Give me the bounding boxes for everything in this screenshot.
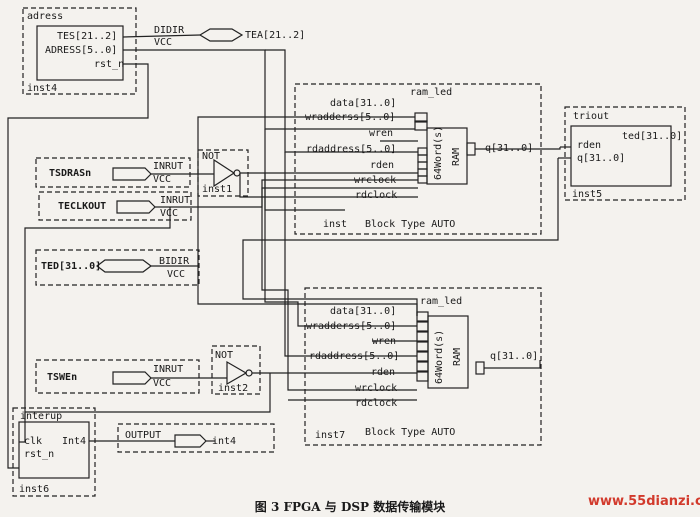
output-frame xyxy=(117,423,275,453)
not1-gate xyxy=(213,158,236,188)
ram2-type: Block Type AUTO xyxy=(365,427,456,438)
triout-port-ted: ted[31..0] xyxy=(622,131,683,142)
ram1-type: Block Type AUTO xyxy=(365,219,456,230)
not1-inst: inst1 xyxy=(202,184,233,195)
interup-body xyxy=(18,421,90,479)
nets xyxy=(7,34,571,469)
tswen-vcc: VCC xyxy=(153,378,172,389)
not2-label: NOT xyxy=(215,350,234,361)
ram2-title: ram_led xyxy=(420,296,463,307)
ram2-port-rdclock: rdclock xyxy=(355,398,398,409)
tsdrasn-vcc: VCC xyxy=(153,174,172,185)
watermark: www.55dianzi.com xyxy=(588,494,700,509)
ram1-port-wraddress: wradderss[5..0] xyxy=(305,112,396,123)
not2-frame xyxy=(211,345,261,395)
ram2-port-q: q[31..0] xyxy=(490,351,539,362)
ted-name: TED[31..0] xyxy=(41,261,102,272)
ram2-inst: inst7 xyxy=(315,430,346,441)
ram2-port-wrclock: wrclock xyxy=(355,383,398,394)
ram2-port-wren: wren xyxy=(372,336,397,347)
ram2-port-data: data[31..0] xyxy=(330,306,397,317)
tswen-frame xyxy=(35,359,200,394)
not1-label: NOT xyxy=(202,151,221,162)
triout-body xyxy=(570,125,672,187)
teclkout-frame xyxy=(38,191,192,221)
ram2-core-label: 64Word(s) xyxy=(434,329,445,384)
module-frames xyxy=(12,7,686,497)
ted-vcc: VCC xyxy=(167,269,186,280)
interup-frame xyxy=(12,407,96,497)
ram1-title: ram_led xyxy=(410,87,453,98)
triout-title: triout xyxy=(573,111,610,122)
ram2-core-ram: RAM xyxy=(452,347,463,366)
teclkout-vcc: VCC xyxy=(160,208,179,219)
figure-caption: 图 3 FPGA 与 DSP 数据传输模块 xyxy=(254,500,446,514)
triout-frame xyxy=(564,106,686,201)
ram1-core-ram: RAM xyxy=(451,147,462,166)
adress-body xyxy=(36,25,124,81)
ram1-port-wren: wren xyxy=(369,128,394,139)
tsdrasn-frame xyxy=(35,157,191,188)
interup-title: interup xyxy=(20,411,63,422)
tea-pin-name: TEA[21..2] xyxy=(245,30,306,41)
triout-port-rden: rden xyxy=(577,140,602,151)
adress-port-rst: rst_n xyxy=(94,59,125,70)
not2-inst: inst2 xyxy=(218,383,249,394)
teclkout-name: TECLKOUT xyxy=(58,201,107,212)
tswen-inrut: INRUT xyxy=(153,364,184,375)
ram2-port-rden: rden xyxy=(371,367,396,378)
didir-label: DIDIR xyxy=(154,25,185,36)
ted-frame xyxy=(35,249,200,286)
ram1-port-wrclock: wrclock xyxy=(354,175,397,186)
didir-vcc: VCC xyxy=(154,37,173,48)
teclkout-inrut: INRUT xyxy=(160,195,191,206)
adress-port-tes: TES[21..2] xyxy=(57,31,118,42)
adress-title: adress xyxy=(27,11,64,22)
adress-frame xyxy=(22,7,137,95)
tswen-name: TSWEn xyxy=(47,372,78,383)
ram1-port-rdaddress: rdaddress[5..0] xyxy=(306,144,397,155)
interup-port-int4: Int4 xyxy=(62,436,87,447)
not2-gate xyxy=(226,360,248,386)
interup-port-rst: rst_n xyxy=(24,449,55,460)
ram2-registers xyxy=(416,311,485,382)
ram1-frame xyxy=(294,83,542,235)
output-pin-name: int4 xyxy=(212,436,237,447)
ram1-port-q: q[31..0] xyxy=(485,143,534,154)
ram1-port-rdclock: rdclock xyxy=(355,190,398,201)
tsdrasn-inrut: INRUT xyxy=(153,161,184,172)
adress-port-adress: ADRESS[5..0] xyxy=(45,45,118,56)
adress-inst: inst4 xyxy=(27,83,58,94)
interup-inst: inst6 xyxy=(19,484,50,495)
triout-inst: inst5 xyxy=(572,189,603,200)
ram1-inst: inst xyxy=(323,219,348,230)
ram2-port-wraddress: wradderss[5..0] xyxy=(306,321,397,332)
ram1-port-data: data[31..0] xyxy=(330,98,397,109)
ram1-registers xyxy=(414,112,476,184)
ram2-frame xyxy=(304,287,542,446)
tsdrasn-name: TSDRASn xyxy=(49,168,92,179)
triout-port-q: q[31..0] xyxy=(577,153,626,164)
ram1-core-label: 64Word(s) xyxy=(433,125,444,180)
ted-bidir: BIDIR xyxy=(159,256,190,267)
interup-port-clk: clk xyxy=(24,436,43,447)
ram1-port-rden: rden xyxy=(370,160,395,171)
output-label: OUTPUT xyxy=(125,430,162,441)
ram2-port-rdaddress: rdaddress[5..0] xyxy=(309,351,400,362)
